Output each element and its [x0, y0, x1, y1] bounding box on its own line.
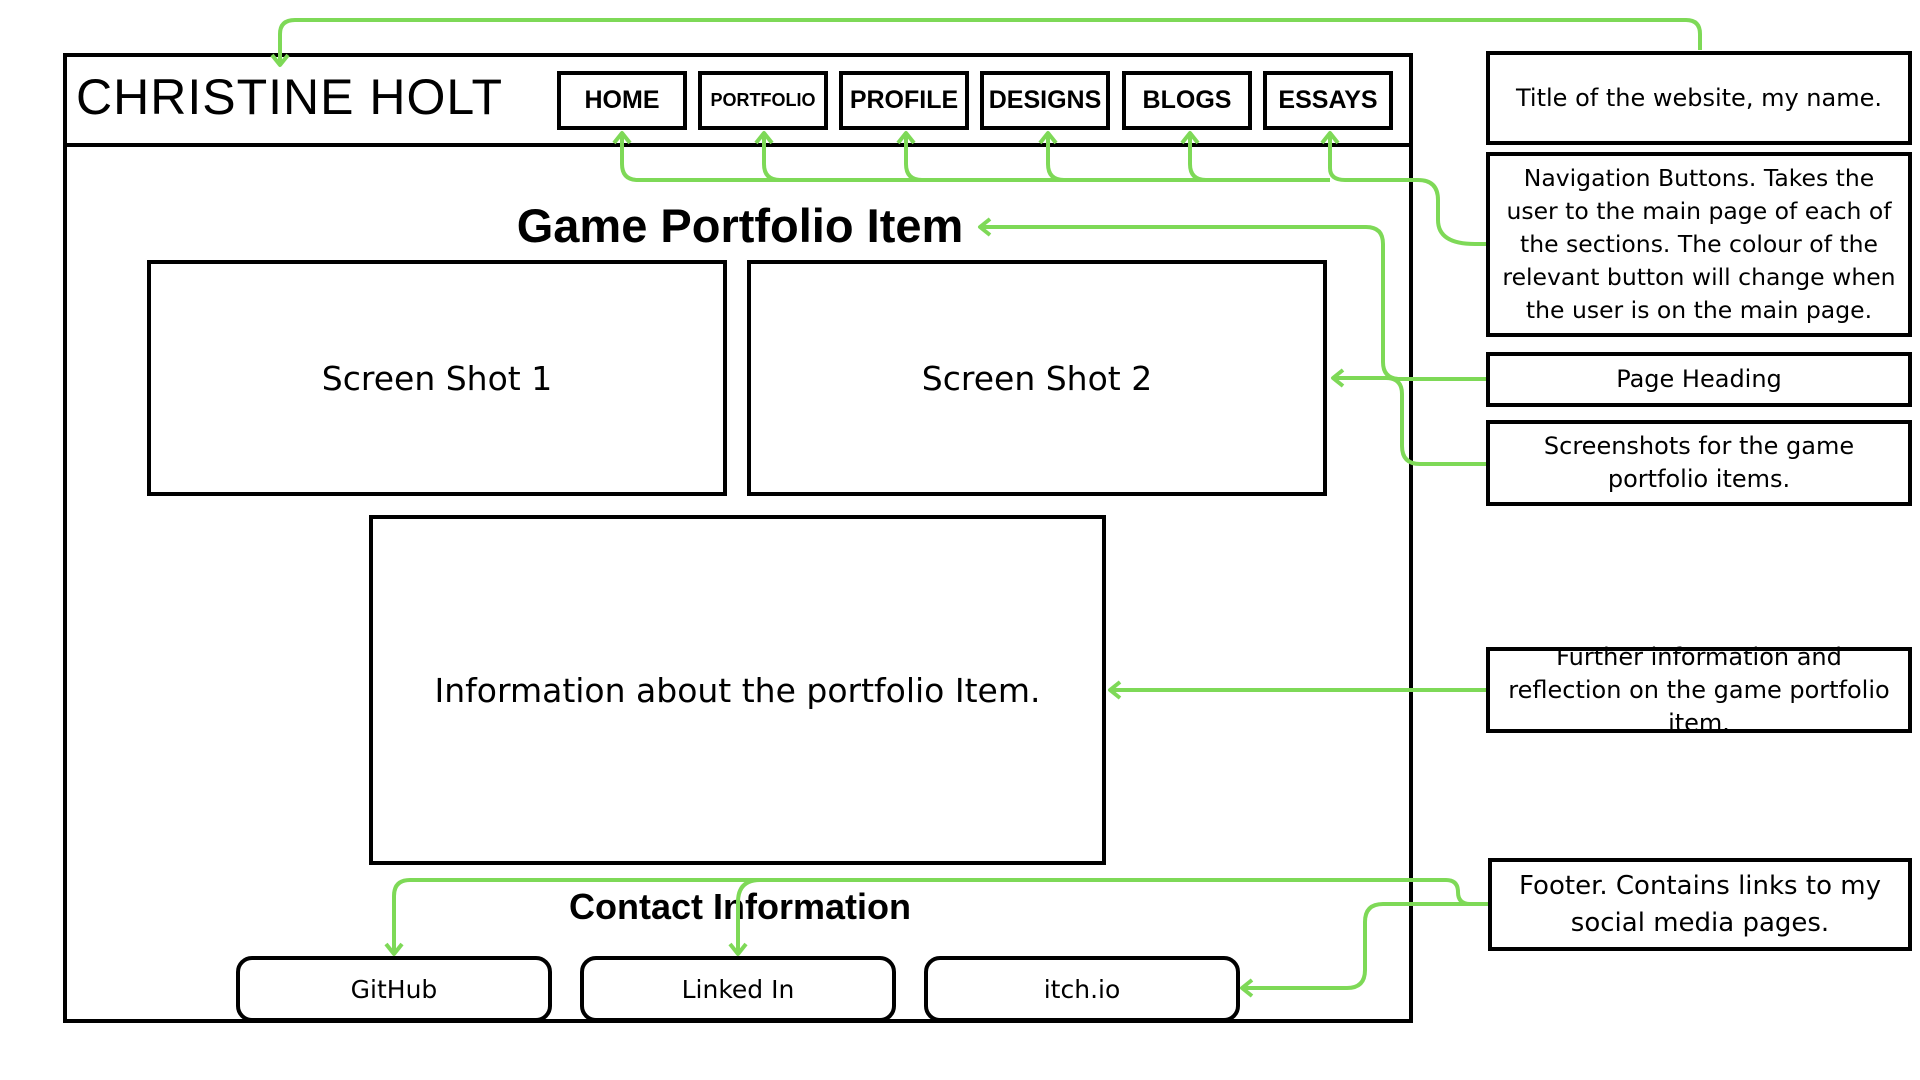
nav-home-button[interactable]: HOME	[557, 71, 687, 130]
linkedin-link-button[interactable]: Linked In	[580, 956, 896, 1022]
contact-heading: Contact Information	[569, 886, 911, 927]
nav-profile-button[interactable]: PROFILE	[839, 71, 969, 130]
annotation-screenshots: Screenshots for the game portfolio items…	[1486, 420, 1912, 506]
nav-designs-button[interactable]: DESIGNS	[980, 71, 1110, 130]
itchio-link-button[interactable]: itch.io	[924, 956, 1240, 1022]
github-link-button[interactable]: GitHub	[236, 956, 552, 1022]
annotation-footer: Footer. Contains links to my social medi…	[1488, 858, 1912, 951]
annotation-further-info: Further information and reflection on th…	[1486, 643, 1912, 737]
nav-blogs-button[interactable]: BLOGS	[1122, 71, 1252, 130]
page-heading: Game Portfolio Item	[516, 199, 964, 252]
nav-portfolio-button[interactable]: PORTFOLIO	[698, 71, 828, 130]
site-title: CHRISTINE HOLT	[76, 69, 503, 125]
header-divider	[63, 143, 1413, 147]
annotation-page-heading: Page Heading	[1486, 352, 1912, 407]
nav-essays-button[interactable]: ESSAYS	[1263, 71, 1393, 130]
screenshot-placeholder-1: Screen Shot 1	[147, 260, 727, 496]
screenshot-placeholder-2: Screen Shot 2	[747, 260, 1327, 496]
annotation-navigation: Navigation Buttons. Takes the user to th…	[1486, 152, 1912, 337]
portfolio-info-box: Information about the portfolio Item.	[369, 515, 1106, 865]
annotation-title: Title of the website, my name.	[1486, 51, 1912, 145]
